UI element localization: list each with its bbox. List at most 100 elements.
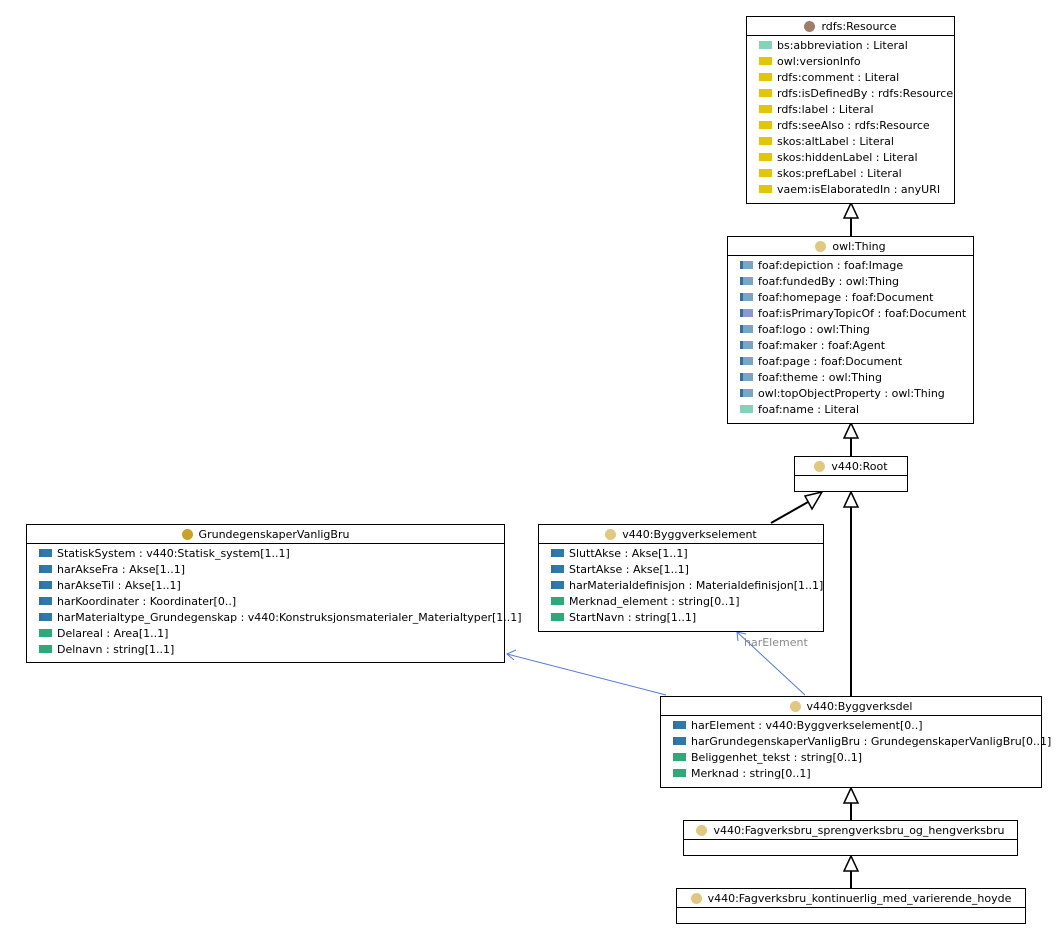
class-title: v440:Fagverksbru_kontinuerlig_med_varier… <box>707 891 1012 905</box>
attribute-row[interactable]: bs:abbreviation : Literal <box>747 38 954 54</box>
arrowhead-harGrundegenskaper <box>506 649 517 661</box>
class-v440-fagverksbru-sprengverksbru[interactable]: v440:Fagverksbru_sprengverksbru_og_hengv… <box>683 820 1018 856</box>
attribute-row[interactable]: SluttAkse : Akse[1..1] <box>539 546 823 562</box>
arrowhead-kont-spreng <box>842 854 860 872</box>
attribute-row[interactable]: harMaterialdefinisjon : Materialdefinisj… <box>539 578 823 594</box>
class-v440-root[interactable]: v440:Root <box>794 456 908 492</box>
property-kind-icon <box>759 185 772 193</box>
class-v440-fagverksbru-kontinuerlig[interactable]: v440:Fagverksbru_kontinuerlig_med_varier… <box>676 888 1026 924</box>
property-kind-icon <box>740 293 753 301</box>
class-title: GrundegenskaperVanligBru <box>198 527 350 541</box>
attribute-row[interactable]: skos:hiddenLabel : Literal <box>747 150 954 166</box>
attribute-text: SluttAkse : Akse[1..1] <box>569 547 688 560</box>
attribute-row[interactable]: foaf:name : Literal <box>728 402 973 418</box>
attribute-row[interactable]: harMaterialtype_Grundegenskap : v440:Kon… <box>27 610 522 626</box>
property-kind-icon <box>39 549 52 557</box>
class-header: v440:Root <box>795 457 907 476</box>
attribute-text: StatiskSystem : v440:Statisk_system[1..1… <box>57 547 290 560</box>
attribute-text: harElement : v440:Byggverkselement[0..] <box>691 719 923 732</box>
property-kind-icon <box>759 41 772 49</box>
attribute-row[interactable]: owl:topObjectProperty : owl:Thing <box>728 386 973 402</box>
attribute-row[interactable]: StartAkse : Akse[1..1] <box>539 562 823 578</box>
attribute-row[interactable]: skos:prefLabel : Literal <box>747 166 954 182</box>
property-kind-icon <box>759 169 772 177</box>
property-kind-icon <box>740 325 753 333</box>
attribute-row[interactable]: harKoordinater : Koordinater[0..] <box>27 594 504 610</box>
attribute-row[interactable]: rdfs:comment : Literal <box>747 70 954 86</box>
property-kind-icon <box>551 613 564 621</box>
edge-harElement <box>736 631 806 696</box>
edge-byggverkselement-root <box>770 501 809 524</box>
class-title: rdfs:Resource <box>821 19 897 33</box>
attribute-text: foaf:isPrimaryTopicOf : foaf:Document <box>758 307 967 320</box>
attribute-text: rdfs:label : Literal <box>777 103 874 116</box>
attribute-row[interactable]: vaem:isElaboratedIn : anyURI <box>747 182 954 198</box>
class-header: owl:Thing <box>728 237 973 256</box>
attribute-text: vaem:isElaboratedIn : anyURI <box>777 183 941 196</box>
attribute-row[interactable]: Beliggenhet_tekst : string[0..1] <box>661 750 1041 766</box>
attribute-row[interactable]: Delareal : Area[1..1] <box>27 626 504 642</box>
attribute-row[interactable]: Merknad_element : string[0..1] <box>539 594 823 610</box>
property-kind-icon <box>551 597 564 605</box>
attribute-row[interactable]: foaf:isPrimaryTopicOf : foaf:Document <box>728 306 973 322</box>
attribute-row[interactable]: foaf:logo : owl:Thing <box>728 322 973 338</box>
edge-label-har-element: harElement <box>744 636 808 649</box>
class-title: owl:Thing <box>832 239 886 253</box>
attribute-text: skos:hiddenLabel : Literal <box>777 151 918 164</box>
class-circle-icon <box>605 528 617 540</box>
property-kind-icon <box>39 597 52 605</box>
attribute-row[interactable]: foaf:page : foaf:Document <box>728 354 973 370</box>
attribute-text: Merknad_element : string[0..1] <box>569 595 740 608</box>
attribute-text: foaf:homepage : foaf:Document <box>758 291 934 304</box>
property-kind-icon <box>759 57 772 65</box>
attribute-row[interactable]: Merknad : string[0..1] <box>661 766 1041 782</box>
class-title: v440:Byggverksdel <box>806 699 913 713</box>
attribute-text: StartAkse : Akse[1..1] <box>569 563 689 576</box>
property-kind-icon <box>551 565 564 573</box>
property-kind-icon <box>673 737 686 745</box>
attribute-row[interactable]: harAkseTil : Akse[1..1] <box>27 578 504 594</box>
attribute-row[interactable]: harAkseFra : Akse[1..1] <box>27 562 504 578</box>
attribute-row[interactable]: owl:versionInfo <box>747 54 954 70</box>
attribute-row[interactable]: foaf:depiction : foaf:Image <box>728 258 973 274</box>
attribute-text: Beliggenhet_tekst : string[0..1] <box>691 751 863 764</box>
attribute-row[interactable]: skos:altLabel : Literal <box>747 134 954 150</box>
property-kind-icon <box>740 389 753 397</box>
attribute-row[interactable]: foaf:homepage : foaf:Document <box>728 290 973 306</box>
property-kind-icon <box>673 721 686 729</box>
attribute-row[interactable]: StartNavn : string[1..1] <box>539 610 823 626</box>
attribute-text: Merknad : string[0..1] <box>691 767 811 780</box>
attribute-row[interactable]: foaf:maker : foaf:Agent <box>728 338 973 354</box>
arrowhead-harElement <box>736 631 747 642</box>
class-title: v440:Root <box>831 459 888 473</box>
attribute-row[interactable]: rdfs:isDefinedBy : rdfs:Resource <box>747 86 954 102</box>
attribute-row[interactable]: rdfs:seeAlso : rdfs:Resource <box>747 118 954 134</box>
class-v440-byggverksdel[interactable]: v440:Byggverksdel harElement : v440:Bygg… <box>660 696 1051 788</box>
attribute-text: owl:versionInfo <box>777 55 861 68</box>
attribute-row[interactable]: harGrundegenskaperVanligBru : Grundegens… <box>661 734 1051 750</box>
class-circle-icon <box>181 528 193 540</box>
class-grundegenskaper-vanlig-bru[interactable]: GrundegenskaperVanligBru StatiskSystem :… <box>26 524 522 663</box>
class-header: rdfs:Resource <box>747 17 954 36</box>
attribute-text: foaf:theme : owl:Thing <box>758 371 882 384</box>
attribute-row[interactable]: rdfs:label : Literal <box>747 102 954 118</box>
attribute-text: foaf:logo : owl:Thing <box>758 323 870 336</box>
attribute-text: StartNavn : string[1..1] <box>569 611 697 624</box>
property-kind-icon <box>759 105 772 113</box>
attribute-text: rdfs:isDefinedBy : rdfs:Resource <box>777 87 954 100</box>
class-circle-icon <box>690 892 702 904</box>
attribute-row[interactable]: foaf:fundedBy : owl:Thing <box>728 274 973 290</box>
class-attributes: StatiskSystem : v440:Statisk_system[1..1… <box>27 544 522 658</box>
attribute-row[interactable]: harElement : v440:Byggverkselement[0..] <box>661 718 1041 734</box>
property-kind-icon <box>740 261 753 269</box>
property-kind-icon <box>740 341 753 349</box>
attribute-row[interactable]: Delnavn : string[1..1] <box>27 642 504 658</box>
class-v440-byggverkselement[interactable]: v440:Byggverkselement SluttAkse : Akse[1… <box>538 524 824 632</box>
class-header: v440:Fagverksbru_sprengverksbru_og_hengv… <box>684 821 1017 840</box>
attribute-row[interactable]: foaf:theme : owl:Thing <box>728 370 973 386</box>
attribute-row[interactable]: StatiskSystem : v440:Statisk_system[1..1… <box>27 546 504 562</box>
